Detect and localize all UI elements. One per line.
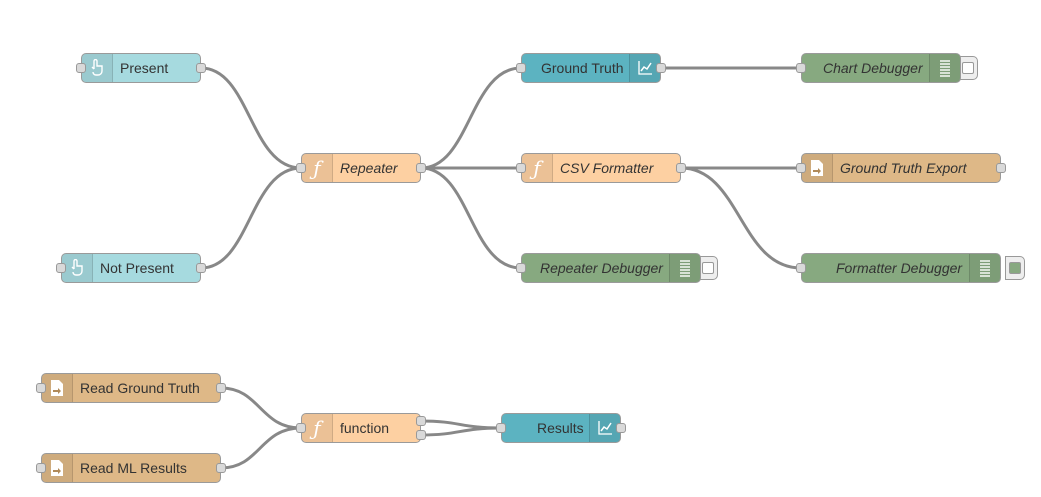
output-port[interactable] <box>216 383 226 393</box>
node-csv-formatter[interactable]: ƒ CSV Formatter <box>521 153 681 183</box>
node-formatter-debugger[interactable]: Formatter Debugger <box>801 253 1001 283</box>
node-label: Formatter Debugger <box>836 260 963 276</box>
node-label: function <box>340 420 390 436</box>
chart-icon <box>589 414 620 442</box>
debug-toggle-button[interactable] <box>958 56 978 80</box>
input-port[interactable] <box>36 463 46 473</box>
node-ground-truth-export[interactable]: Ground Truth Export <box>801 153 1001 183</box>
wire[interactable] <box>420 66 522 170</box>
input-port[interactable] <box>516 63 526 73</box>
hand-pointer-icon <box>82 54 113 82</box>
function-icon: ƒ <box>302 154 333 182</box>
node-chart-debugger[interactable]: Chart Debugger <box>801 53 961 83</box>
output-port[interactable] <box>676 163 686 173</box>
output-port[interactable] <box>216 463 226 473</box>
output-port[interactable] <box>656 63 666 73</box>
input-port[interactable] <box>796 63 806 73</box>
input-port[interactable] <box>516 263 526 273</box>
debug-toggle-button[interactable] <box>1005 256 1025 280</box>
node-ground-truth[interactable]: Ground Truth <box>521 53 661 83</box>
debug-list-icon <box>929 54 960 82</box>
input-port[interactable] <box>36 383 46 393</box>
node-label: Read ML Results <box>80 460 187 476</box>
file-icon <box>42 454 73 482</box>
output-port[interactable] <box>416 416 426 426</box>
debug-list-icon <box>669 254 700 282</box>
node-repeater-debugger[interactable]: Repeater Debugger <box>521 253 701 283</box>
node-label: CSV Formatter <box>560 160 654 176</box>
node-results[interactable]: Results <box>501 413 621 443</box>
hand-pointer-icon <box>62 254 93 282</box>
input-port[interactable] <box>796 263 806 273</box>
function-icon: ƒ <box>522 154 553 182</box>
node-label: Repeater Debugger <box>540 260 663 276</box>
node-label: Not Present <box>100 260 174 276</box>
file-icon <box>802 154 833 182</box>
node-label: Read Ground Truth <box>80 380 200 396</box>
node-repeater[interactable]: ƒ Repeater <box>301 153 421 183</box>
input-port[interactable] <box>296 423 306 433</box>
node-not-present[interactable]: Not Present <box>61 253 201 283</box>
output-port[interactable] <box>416 163 426 173</box>
output-port[interactable] <box>196 63 206 73</box>
debug-toggle-button[interactable] <box>698 256 718 280</box>
input-port[interactable] <box>296 163 306 173</box>
debug-list-icon <box>969 254 1000 282</box>
output-port[interactable] <box>416 430 426 440</box>
wire[interactable] <box>680 166 802 270</box>
inject-button[interactable] <box>76 63 86 73</box>
input-port[interactable] <box>516 163 526 173</box>
node-label: Results <box>537 420 584 436</box>
wire[interactable] <box>200 166 302 270</box>
node-present[interactable]: Present <box>81 53 201 83</box>
file-icon <box>42 374 73 402</box>
wire[interactable] <box>420 166 522 270</box>
node-label: Ground Truth Export <box>840 160 967 176</box>
node-function[interactable]: ƒ function <box>301 413 421 443</box>
wire[interactable] <box>420 426 502 437</box>
chart-icon <box>629 54 660 82</box>
function-icon: ƒ <box>302 414 333 442</box>
node-label: Ground Truth <box>541 60 624 76</box>
wire[interactable] <box>220 426 302 470</box>
node-read-ground-truth[interactable]: Read Ground Truth <box>41 373 221 403</box>
output-port[interactable] <box>616 423 626 433</box>
node-label: Present <box>120 60 169 76</box>
input-port[interactable] <box>496 423 506 433</box>
node-read-ml-results[interactable]: Read ML Results <box>41 453 221 483</box>
node-label: Repeater <box>340 160 398 176</box>
input-port[interactable] <box>796 163 806 173</box>
wire[interactable] <box>200 66 302 170</box>
output-port[interactable] <box>996 163 1006 173</box>
output-port[interactable] <box>196 263 206 273</box>
node-label: Chart Debugger <box>823 60 923 76</box>
inject-button[interactable] <box>56 263 66 273</box>
wire[interactable] <box>220 386 302 430</box>
